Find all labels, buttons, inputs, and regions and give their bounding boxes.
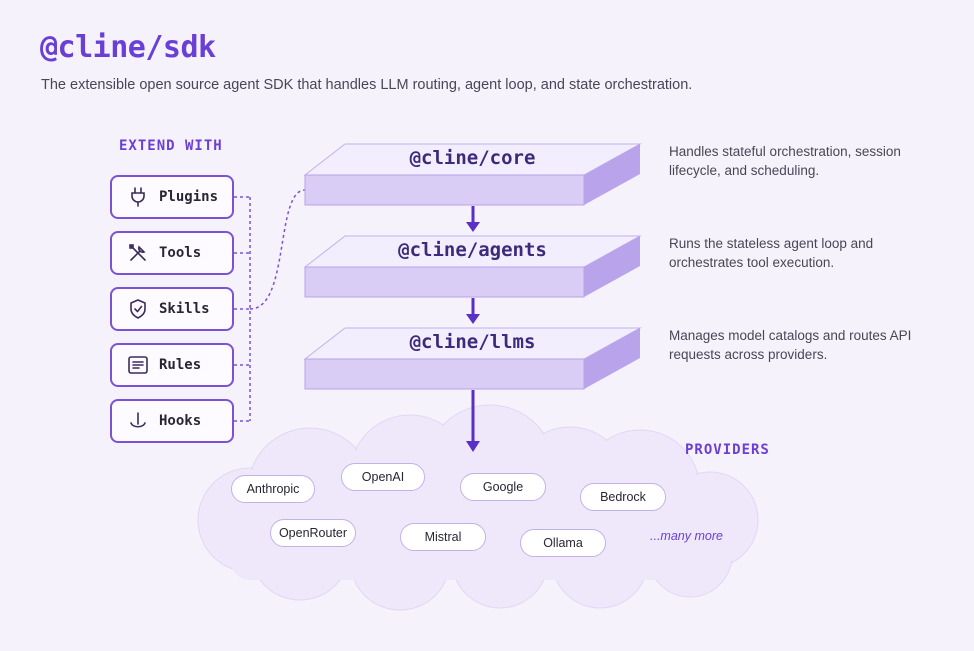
- layer-agents: [303, 235, 642, 298]
- page-title: @cline/sdk: [40, 30, 216, 65]
- extend-item-label: Tools: [159, 245, 202, 261]
- plug-icon: [127, 186, 149, 208]
- list-icon: [127, 354, 149, 376]
- layer-description-llms: Manages model catalogs and routes API re…: [669, 328, 912, 362]
- extend-heading: EXTEND WITH: [119, 138, 223, 154]
- extend-item-rules: Rules: [110, 343, 234, 387]
- extend-item-plugins: Plugins: [110, 175, 234, 219]
- layer-llms: [303, 327, 642, 390]
- extend-item-label: Hooks: [159, 413, 202, 429]
- layer-label-agents: @cline/agents: [398, 239, 547, 261]
- provider-pill-anthropic: Anthropic: [231, 475, 315, 503]
- layer-label-llms: @cline/llms: [409, 331, 536, 353]
- arrow-llms-providers: [466, 390, 480, 452]
- extend-item-label: Plugins: [159, 189, 219, 205]
- extend-item-hooks: Hooks: [110, 399, 234, 443]
- provider-pill-google: Google: [460, 473, 546, 501]
- extend-item-tools: Tools: [110, 231, 234, 275]
- layer-description-core: Handles stateful orchestration, session …: [669, 144, 901, 178]
- layer-label-core: @cline/core: [409, 147, 536, 169]
- shield-check-icon: [127, 298, 149, 320]
- tools-icon: [127, 242, 149, 264]
- provider-pill-openai: OpenAI: [341, 463, 425, 491]
- providers-heading: PROVIDERS: [685, 442, 770, 458]
- layer-description-agents: Runs the stateless agent loop and orches…: [669, 236, 874, 270]
- layer-core: [303, 143, 642, 206]
- providers-more: ...many more: [650, 529, 723, 543]
- hook-icon: [127, 410, 149, 432]
- provider-pill-mistral: Mistral: [400, 523, 486, 551]
- page-subtitle: The extensible open source agent SDK tha…: [41, 77, 693, 93]
- provider-pill-openrouter: OpenRouter: [270, 519, 356, 547]
- extend-item-skills: Skills: [110, 287, 234, 331]
- extend-item-label: Rules: [159, 357, 202, 373]
- extend-connector: [234, 189, 306, 422]
- provider-pill-bedrock: Bedrock: [580, 483, 666, 511]
- arrow-core-agents: [466, 206, 480, 232]
- extend-item-label: Skills: [159, 301, 210, 317]
- provider-pill-ollama: Ollama: [520, 529, 606, 557]
- arrow-agents-llms: [466, 298, 480, 324]
